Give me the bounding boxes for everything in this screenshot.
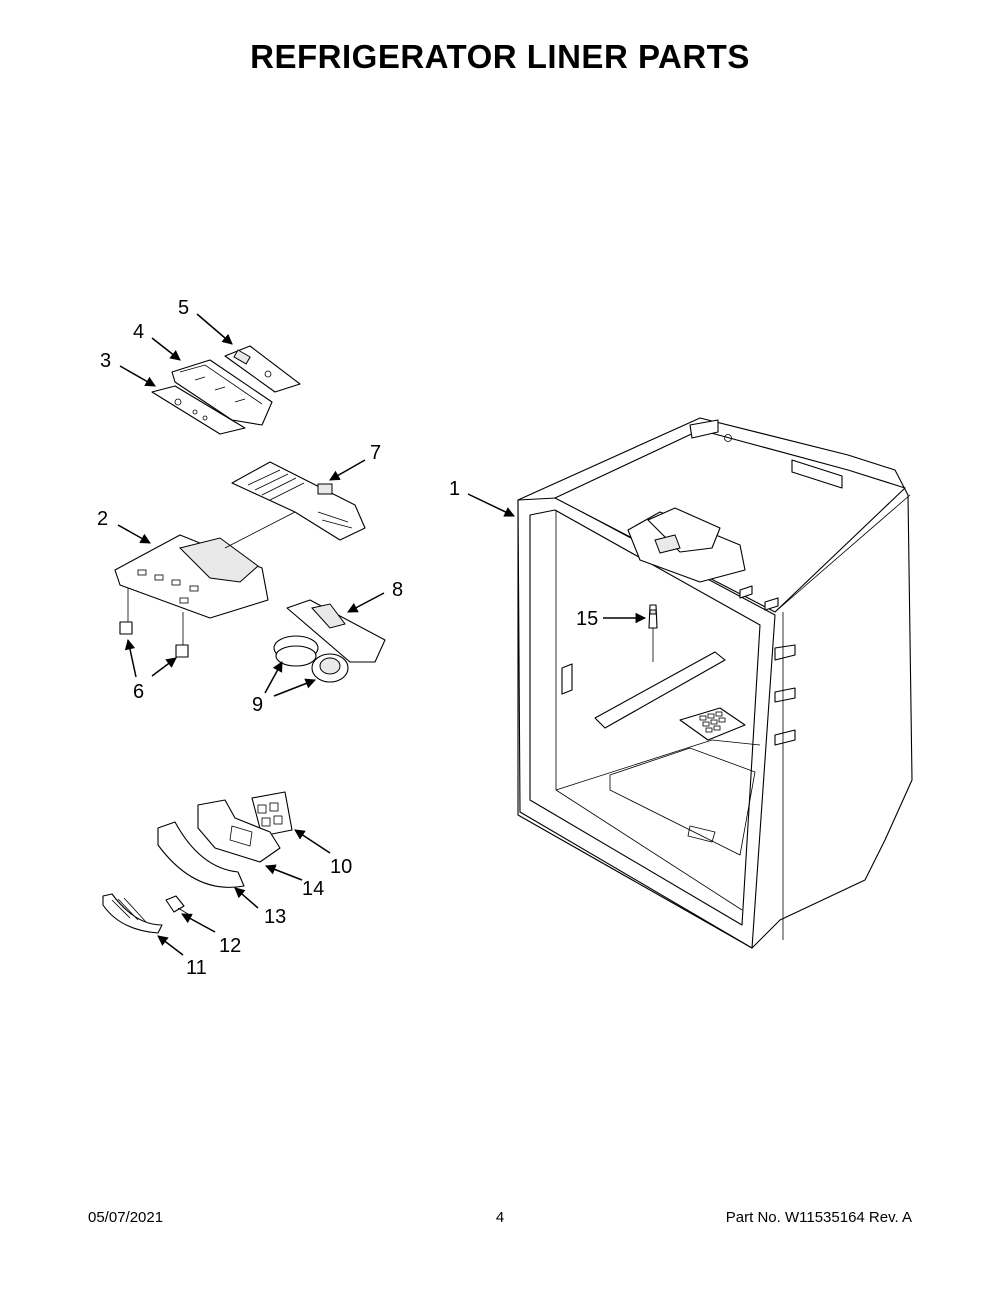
callout-14: 14 (302, 878, 324, 900)
callout-6: 6 (133, 681, 144, 703)
control-housing-assembly (151, 345, 301, 435)
footer-date: 05/07/2021 (88, 1209, 164, 1226)
handle-cover-part-13 (157, 821, 245, 888)
callout-2: 2 (97, 508, 108, 530)
switch-part-6 (119, 588, 189, 658)
trim-part-11 (102, 893, 163, 934)
led-module-part-9 (273, 635, 349, 683)
page-title: REFRIGERATOR LINER PARTS (250, 38, 750, 75)
air-diffuser-part-7 (231, 461, 366, 541)
footer-part-number: Part No. W11535164 Rev. A (725, 1209, 912, 1226)
callout-9: 9 (252, 694, 263, 716)
callout-13: 13 (264, 906, 286, 928)
callout-1: 1 (449, 478, 460, 500)
callout-8: 8 (392, 579, 403, 601)
callout-7: 7 (370, 442, 381, 464)
callout-15: 15 (576, 608, 598, 630)
clip-part-12 (165, 895, 189, 915)
callout-12: 12 (219, 935, 241, 957)
bracket-part-14 (197, 799, 281, 863)
callout-10: 10 (330, 856, 352, 878)
callout-3: 3 (100, 350, 111, 372)
callout-4: 4 (133, 321, 144, 343)
callout-labels: 1 2 3 4 5 6 7 8 9 10 11 12 13 14 15 (97, 297, 598, 979)
light-housing-part-8 (286, 599, 386, 663)
callout-11: 11 (186, 957, 207, 979)
refrigerator-liner (517, 417, 913, 949)
footer-page-number: 4 (495, 1209, 505, 1226)
callout-5: 5 (178, 297, 189, 319)
light-cover-part-2 (114, 511, 296, 619)
thermistor-part-15 (648, 604, 658, 662)
module-part-10 (251, 791, 293, 837)
leader-lines (117, 313, 647, 956)
